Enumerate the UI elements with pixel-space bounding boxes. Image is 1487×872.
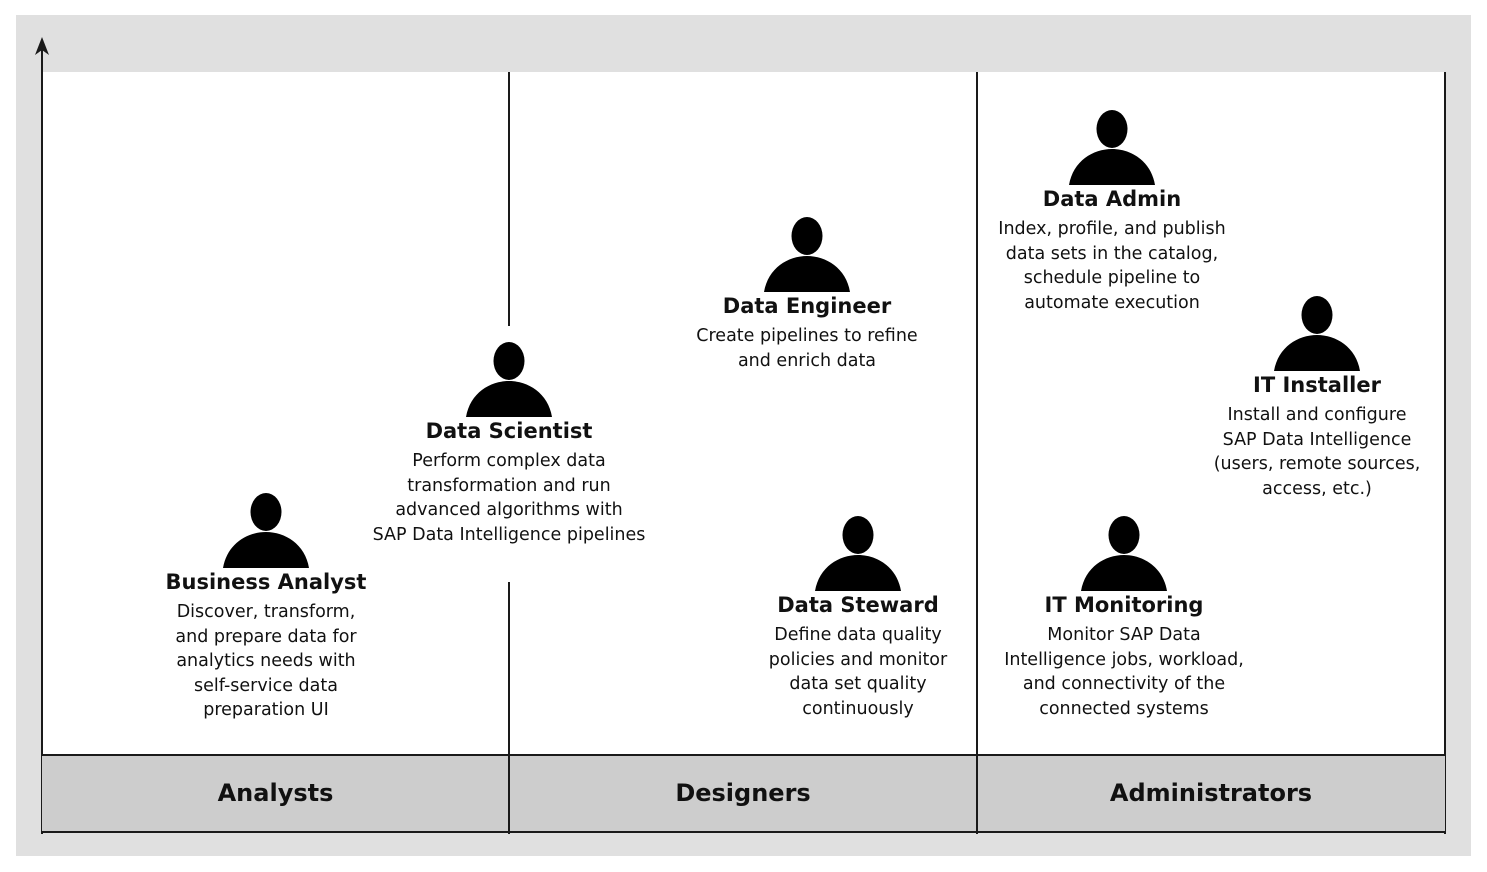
person-icon	[815, 516, 901, 591]
persona-description: Create pipelines to refine and enrich da…	[696, 326, 918, 371]
diagram-panel	[42, 72, 1445, 754]
person-icon	[1081, 516, 1167, 591]
persona-name: Data Engineer	[722, 294, 892, 318]
persona-name: IT Monitoring	[1044, 593, 1204, 617]
persona-name: Data Steward	[777, 593, 939, 617]
divider-analysts-designers-upper	[508, 72, 510, 326]
persona-name: Data Scientist	[425, 419, 593, 443]
category-administrators: Administrators	[1109, 779, 1313, 807]
persona-description: Monitor SAP Data Intelligence jobs, work…	[1004, 625, 1244, 719]
person-icon	[1069, 110, 1155, 185]
category-analysts: Analysts	[217, 779, 334, 807]
category-designers: Designers	[675, 779, 811, 807]
persona-description: Install and configure SAP Data Intellige…	[1213, 405, 1421, 499]
persona-description: Index, profile, and publish data sets in…	[998, 219, 1226, 313]
divider-analysts-designers-lower	[508, 582, 510, 834]
divider-designers-administrators	[976, 72, 978, 834]
persona-it-monitoring: IT Monitoring Monitor SAP Data Intellige…	[990, 515, 1258, 721]
category-bar	[42, 754, 1445, 833]
persona-name: Data Admin	[1042, 187, 1182, 211]
persona-data-scientist: Data Scientist Perform complex data tran…	[358, 341, 660, 547]
person-icon	[466, 342, 552, 417]
axis-arrowhead-icon	[35, 37, 49, 55]
persona-name: IT Installer	[1253, 373, 1381, 397]
person-icon	[223, 493, 309, 568]
persona-name: Business Analyst	[165, 570, 367, 594]
person-icon	[1274, 296, 1360, 371]
persona-description: Discover, transform, and prepare data fo…	[175, 602, 357, 720]
persona-business-analyst: Business Analyst Discover, transform, an…	[146, 492, 386, 723]
persona-data-engineer: Data Engineer Create pipelines to refine…	[676, 216, 938, 373]
persona-data-admin: Data Admin Index, profile, and publish d…	[982, 109, 1242, 315]
person-icon	[764, 217, 850, 292]
persona-description: Define data quality policies and monitor…	[768, 625, 948, 719]
persona-it-installer: IT Installer Install and configure SAP D…	[1204, 295, 1430, 501]
persona-description: Perform complex data transformation and …	[372, 451, 646, 545]
persona-data-steward: Data Steward Define data quality policie…	[748, 515, 968, 721]
